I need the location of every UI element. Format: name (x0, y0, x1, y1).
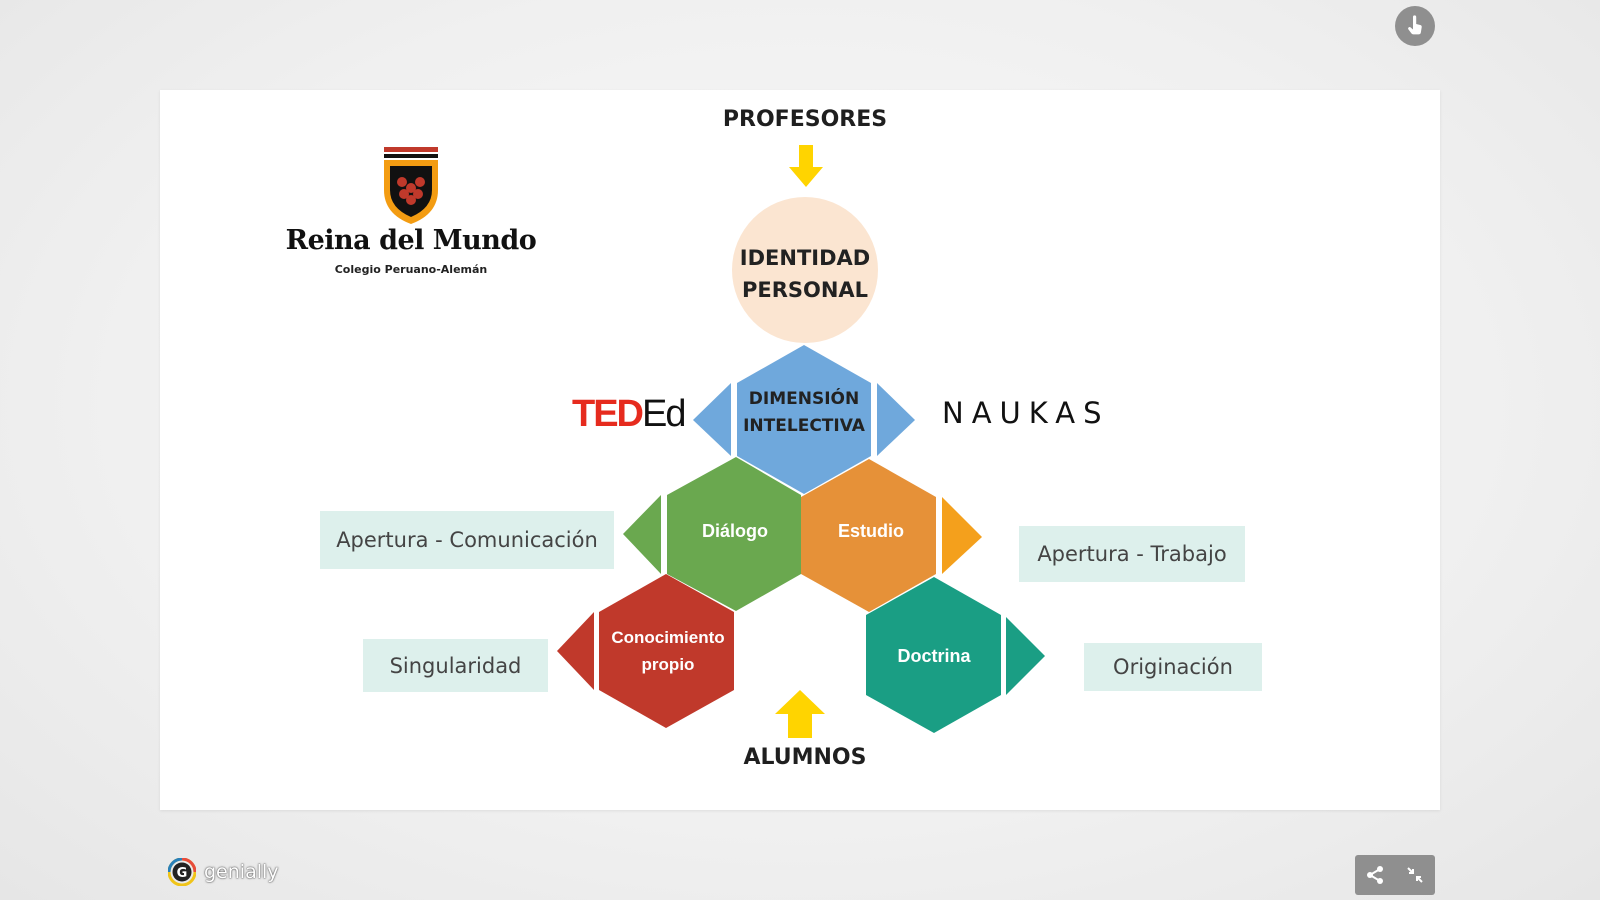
presentation-slide: Reina del Mundo Colegio Peruano-Alemán P… (160, 90, 1440, 810)
identity-label: IDENTIDAD PERSONAL (735, 242, 875, 306)
teded-logo: TEDEd (572, 393, 687, 436)
hand-pointer-icon (1408, 15, 1422, 35)
doctrine-label: Doctrina (897, 646, 971, 666)
share-button[interactable] (1358, 858, 1392, 892)
school-crest-icon (384, 147, 438, 224)
openness-work-box: Apertura - Trabajo (1019, 526, 1245, 582)
study-hexagon (801, 459, 936, 612)
intellective-hexagon (737, 345, 871, 494)
identity-circle (732, 197, 878, 343)
identity-line1: IDENTIDAD (739, 246, 871, 270)
viewer-toolbar (1355, 855, 1435, 895)
doctrine-arrow (1006, 617, 1045, 695)
svg-text:G: G (177, 866, 188, 881)
intellective-line1: DIMENSIÓN (748, 389, 860, 409)
self-knowledge-arrow (557, 612, 594, 690)
dialogue-arrow (623, 495, 661, 574)
self-knowledge-line1: Conocimiento (611, 628, 725, 647)
students-label: ALUMNOS (743, 745, 867, 770)
touch-mode-button[interactable] (1395, 6, 1435, 46)
doctrine-hexagon (866, 577, 1001, 733)
teachers-label: PROFESORES (722, 107, 888, 132)
study-arrow (942, 497, 982, 574)
collapse-icon (1407, 867, 1423, 883)
genially-logo[interactable]: G genially (168, 858, 279, 886)
ted-logo-part: TED (572, 393, 644, 435)
dialogue-label: Diálogo (702, 521, 768, 541)
up-arrow (775, 690, 825, 738)
exit-fullscreen-button[interactable] (1398, 858, 1432, 892)
diagram-shapes (384, 145, 1045, 738)
dialogue-hexagon (667, 457, 801, 611)
study-label: Estudio (838, 521, 904, 541)
intellective-label: DIMENSIÓN INTELECTIVA (734, 386, 874, 440)
intellective-left-arrow (693, 383, 731, 456)
genially-g-icon: G (168, 858, 196, 886)
intellective-right-arrow (877, 383, 915, 456)
singularity-box: Singularidad (363, 639, 548, 692)
share-icon (1367, 866, 1383, 884)
ed-logo-part: Ed (642, 393, 687, 435)
self-knowledge-line2: propio (641, 655, 695, 674)
naukas-logo: NAUKAS (942, 396, 1110, 430)
school-name: Reina del Mundo (285, 225, 537, 256)
school-subtitle: Colegio Peruano-Alemán (334, 263, 488, 276)
identity-line2: PERSONAL (741, 278, 869, 302)
self-knowledge-hexagon (599, 574, 734, 728)
self-knowledge-label: Conocimiento propio (598, 624, 738, 678)
down-arrow (789, 145, 823, 187)
openness-communication-box: Apertura - Comunicación (320, 511, 614, 569)
intellective-line2: INTELECTIVA (743, 416, 865, 436)
genially-wordmark: genially (204, 861, 279, 883)
origination-box: Originación (1084, 643, 1262, 691)
